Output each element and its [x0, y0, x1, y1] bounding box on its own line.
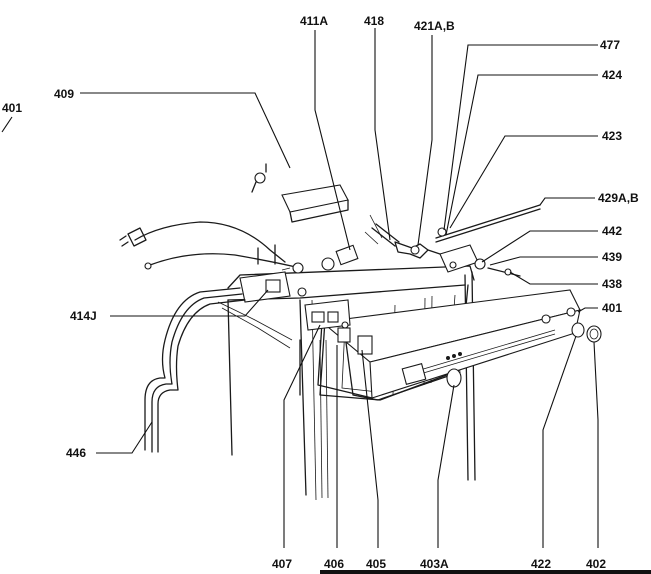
- callout-424: 424: [602, 68, 622, 82]
- thermostat-411a: [281, 244, 359, 274]
- callout-442: 442: [602, 224, 622, 238]
- callout-401-right: 401: [602, 301, 622, 315]
- callout-414j: 414J: [70, 309, 97, 323]
- callout-418: 418: [364, 14, 384, 28]
- bracket-409: [251, 163, 349, 223]
- knobs: [446, 322, 602, 388]
- callout-439: 439: [602, 250, 622, 264]
- callout-423: 423: [602, 129, 622, 143]
- bottom-edge: [320, 570, 651, 574]
- front-components: [299, 299, 373, 499]
- callout-403a: 403A: [420, 557, 449, 571]
- callout-402: 402: [586, 557, 606, 571]
- tube-bundle: [144, 287, 293, 453]
- callout-421ab: 421A,B: [414, 19, 455, 33]
- power-cable: [119, 221, 301, 270]
- callout-411a: 411A: [300, 14, 328, 28]
- callout-409: 409: [54, 87, 74, 101]
- callout-422: 422: [531, 557, 551, 571]
- control-panel: [317, 289, 581, 401]
- callout-labels: 401 409 411A 418 421A,B 477 424 423 429A…: [2, 14, 639, 571]
- callout-401-left: 401: [2, 101, 22, 115]
- callout-429ab: 429A,B: [598, 191, 639, 205]
- callout-406: 406: [324, 557, 344, 571]
- burner-assembly: [364, 204, 541, 277]
- control-block: [239, 244, 307, 303]
- callout-438: 438: [602, 277, 622, 291]
- leader-lines: [1, 28, 599, 548]
- callout-446: 446: [66, 446, 86, 460]
- callout-405: 405: [366, 557, 386, 571]
- callout-407: 407: [272, 557, 292, 571]
- callout-477: 477: [600, 38, 620, 52]
